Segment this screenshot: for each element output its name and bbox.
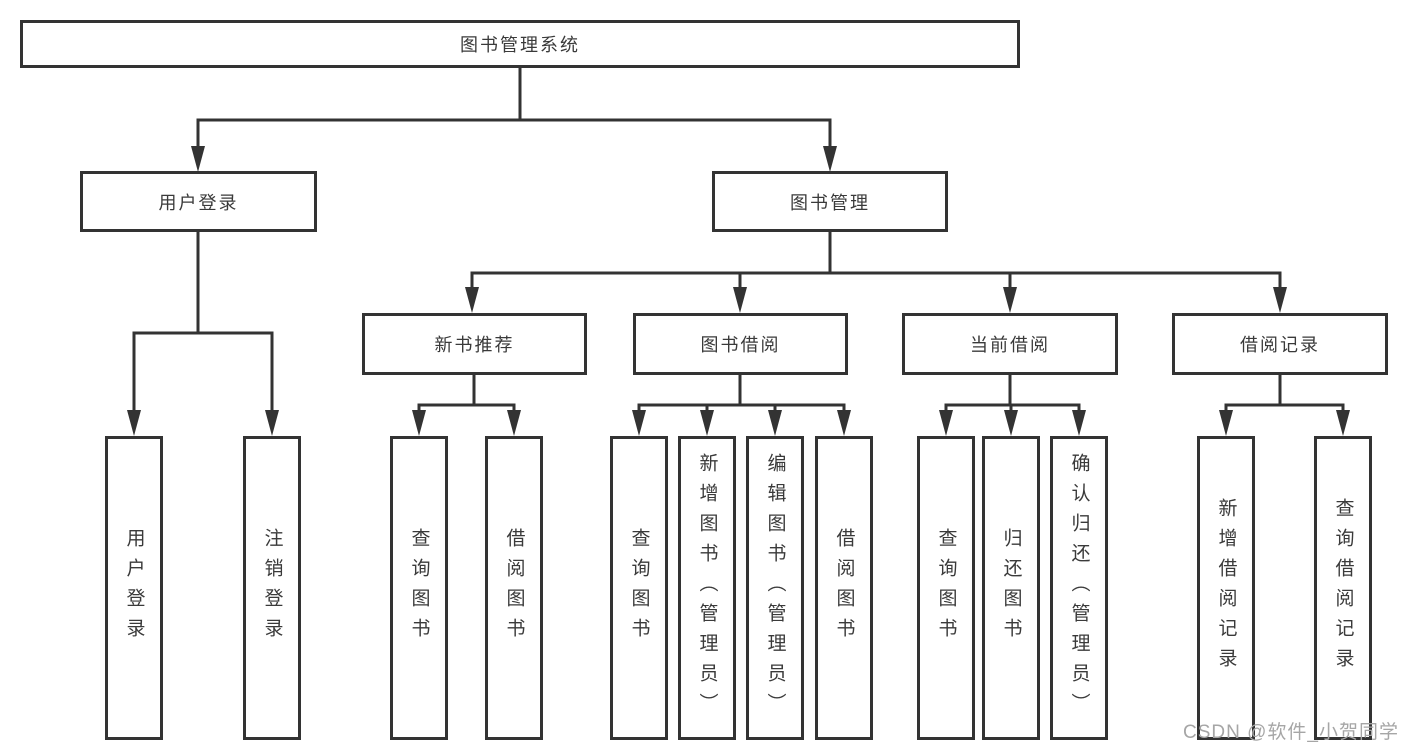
leaf-label: 注销登录 — [261, 528, 283, 648]
leaf-label: 查询图书 — [408, 528, 430, 648]
leaf-label: 新增图书（管理员） — [696, 453, 718, 723]
node-label: 用户登录 — [158, 192, 239, 213]
leaf-query-books-borrowing: 查询图书 — [610, 436, 668, 740]
node-new-book-recommendation: 新书推荐 — [362, 313, 587, 375]
node-borrowing-records: 借阅记录 — [1172, 313, 1388, 375]
leaf-add-book-admin: 新增图书（管理员） — [678, 436, 736, 740]
leaf-label: 用户登录 — [123, 528, 145, 648]
csdn-watermark: CSDN @软件_小贺同学 — [1183, 722, 1399, 743]
node-label: 借阅记录 — [1240, 335, 1320, 355]
leaf-confirm-return-admin: 确认归还（管理员） — [1050, 436, 1108, 740]
leaf-label: 归还图书 — [1000, 528, 1022, 648]
leaf-edit-book-admin: 编辑图书（管理员） — [746, 436, 804, 740]
node-label: 新书推荐 — [434, 335, 515, 355]
leaf-logout: 注销登录 — [243, 436, 301, 740]
leaf-label: 查询借阅记录 — [1332, 498, 1354, 678]
node-library-system: 图书管理系统 — [20, 20, 1020, 68]
node-label: 图书管理 — [790, 192, 870, 213]
leaf-label: 新增借阅记录 — [1215, 498, 1237, 678]
node-current-borrowing: 当前借阅 — [902, 313, 1118, 375]
leaf-borrow-books-recommend: 借阅图书 — [485, 436, 543, 740]
leaf-label: 编辑图书（管理员） — [764, 453, 786, 723]
leaf-user-login: 用户登录 — [105, 436, 163, 740]
node-user-login: 用户登录 — [80, 171, 317, 232]
node-label: 图书管理系统 — [460, 35, 580, 55]
node-label: 图书借阅 — [700, 335, 781, 355]
node-book-management: 图书管理 — [712, 171, 948, 232]
leaf-return-book: 归还图书 — [982, 436, 1040, 740]
leaf-query-books-current: 查询图书 — [917, 436, 975, 740]
node-book-borrowing: 图书借阅 — [633, 313, 848, 375]
leaf-label: 借阅图书 — [503, 528, 525, 648]
node-label: 当前借阅 — [970, 335, 1050, 355]
leaf-label: 查询图书 — [935, 528, 957, 648]
leaf-add-borrow-record: 新增借阅记录 — [1197, 436, 1255, 740]
leaf-label: 查询图书 — [628, 528, 650, 648]
leaf-borrow-books: 借阅图书 — [815, 436, 873, 740]
leaf-query-borrow-record: 查询借阅记录 — [1314, 436, 1372, 740]
leaf-label: 借阅图书 — [833, 528, 855, 648]
leaf-label: 确认归还（管理员） — [1068, 453, 1090, 723]
leaf-query-books-recommend: 查询图书 — [390, 436, 448, 740]
